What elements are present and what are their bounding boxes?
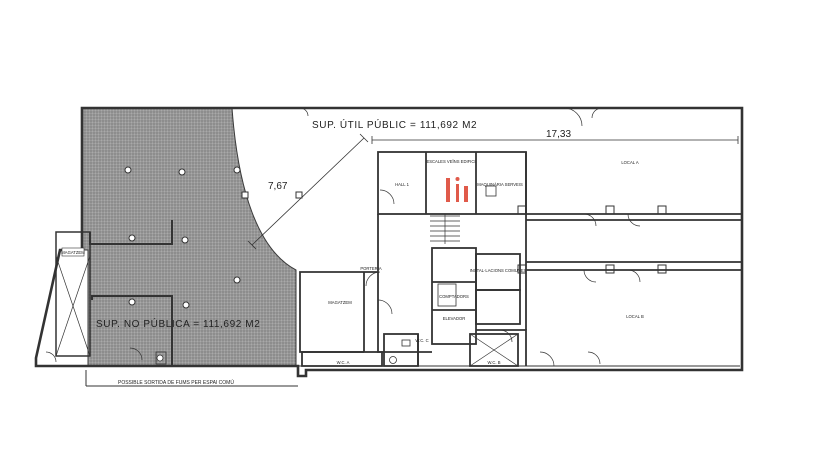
top-dimension-label: 17,33 <box>546 129 571 140</box>
top-dimension <box>371 136 739 144</box>
room-shop-a-label: LOCAL A <box>621 160 639 165</box>
room-services-label: MAQUINÀRIA SERVEIS <box>477 182 523 187</box>
room-wc-c-label: W.C. C <box>415 338 428 343</box>
diagonal-dimension <box>247 133 369 250</box>
store-left-label: MAGATZEM <box>61 250 85 255</box>
hatched-partitions <box>89 220 173 366</box>
public-area-label: SUP. ÚTIL PÚBLIC = 111,692 M2 <box>312 118 477 131</box>
diagonal-dimension-label: 7,67 <box>268 181 288 192</box>
room-stair-label: ESCALES VEÏNS EDIFICI <box>426 159 475 164</box>
non-public-area-label: SUP. NO PÚBLICA = 111,692 M2 <box>96 317 260 330</box>
room-wc-b-label: W.C. B <box>487 360 500 365</box>
fume-exit-note: POSSIBLE SORTIDA DE FUMS PER ESPAI COMÚ <box>118 379 234 386</box>
room-hall-label: HALL 1 <box>395 182 409 187</box>
watermark-logo <box>446 177 468 202</box>
stair <box>430 214 460 244</box>
room-wc-a-label: W.C. A <box>337 360 350 365</box>
room-shop-b-label: LOCAL B <box>626 314 644 319</box>
room-counter-label: COMPTADORS <box>439 294 469 299</box>
room-installations-label: INSTAL·LACIONS COMUNES <box>470 268 527 273</box>
left-shaft <box>55 231 91 357</box>
room-lift-label: ELEVADOR <box>443 316 466 321</box>
fixtures <box>155 185 497 365</box>
core-walls <box>299 151 743 367</box>
room-warehouse-label: MAGATZEM <box>328 300 352 305</box>
room-stores-label: PORTERIA <box>360 266 382 271</box>
door-swings <box>45 107 641 367</box>
